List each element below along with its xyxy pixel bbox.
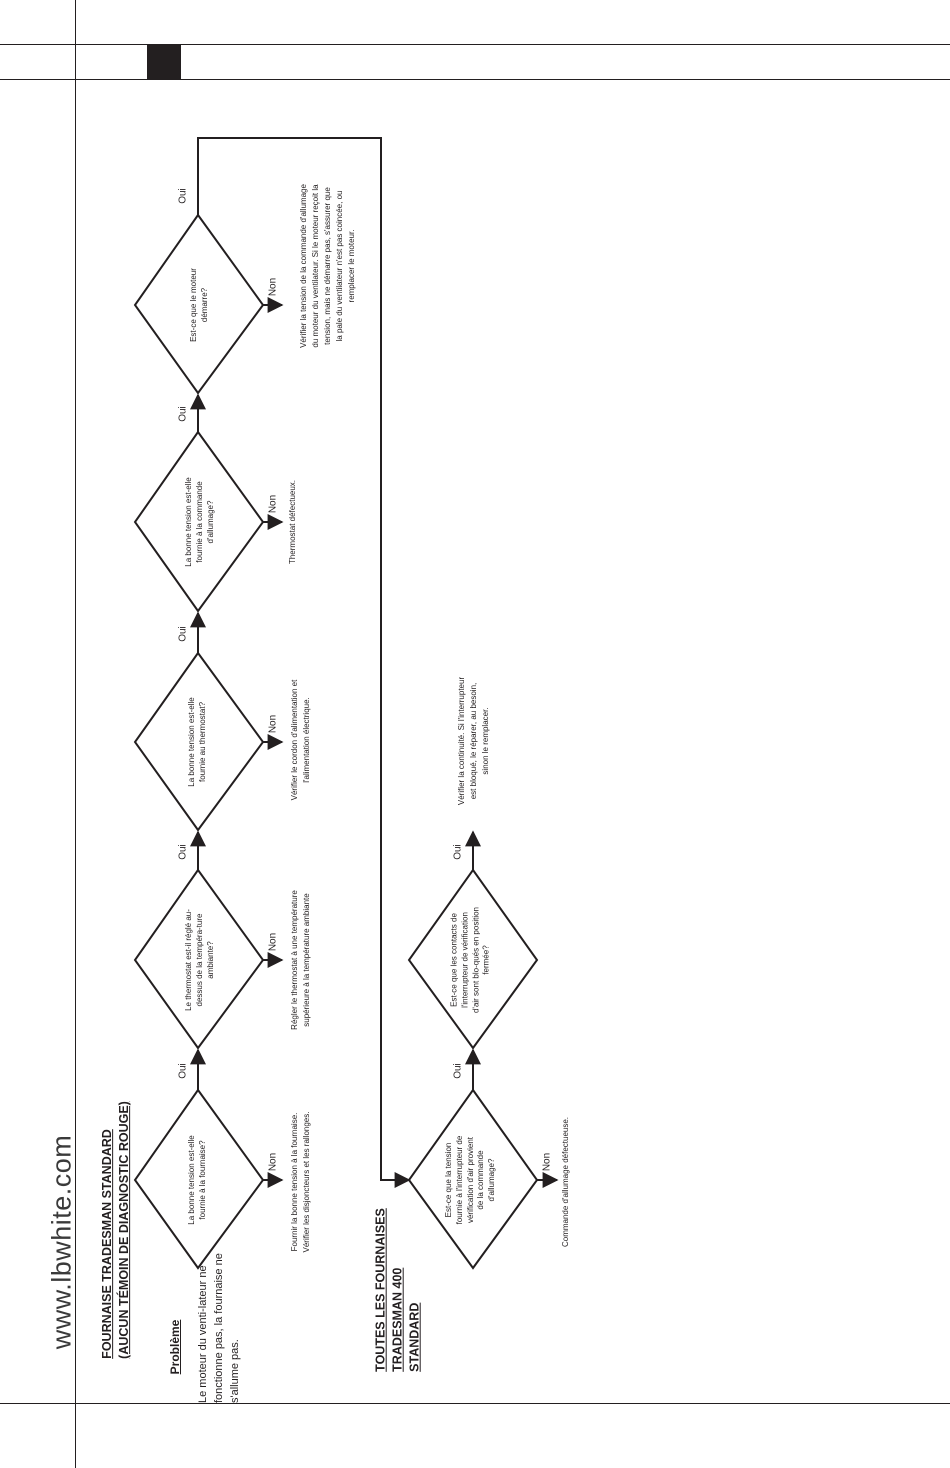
yes-label-5: Oui xyxy=(177,188,189,204)
decision-diamond-5 xyxy=(133,213,265,395)
no-label-5: Non xyxy=(267,277,279,297)
chart2-title: TOUTES LES FOURNAISES TRADESMAN 400 STAN… xyxy=(373,1208,424,1372)
action-2: Régler le thermostat à une température s… xyxy=(290,890,311,1030)
question-6: Est-ce que la tension fournie à l'interr… xyxy=(444,1135,497,1225)
section-tab-marker xyxy=(147,45,181,79)
no-label-1: Non xyxy=(267,1152,279,1172)
chart2-title-line1: TOUTES LES FOURNAISES xyxy=(373,1208,388,1372)
chart2-title-line2: TRADESMAN 400 xyxy=(390,1267,405,1372)
no-label-6: Non xyxy=(541,1152,553,1172)
connector-line xyxy=(197,137,411,1188)
footer-rule xyxy=(0,1403,950,1404)
decision-diamond-3 xyxy=(133,651,265,832)
margin-rule xyxy=(75,0,76,1468)
action-7: Vérifier la continuité. Si l'interrupteu… xyxy=(457,676,490,806)
question-7: Est-ce que les contacts de l'interrupteu… xyxy=(449,906,491,1014)
question-4: La bonne tension est-elle fournie à la c… xyxy=(183,477,215,567)
question-5: Est-ce que le moteur démarre? xyxy=(189,268,209,342)
chart1-title-line1: FOURNAISE TRADESMAN STANDARD xyxy=(100,1129,115,1359)
decision-diamond-4 xyxy=(133,430,265,613)
decision-diamond-6 xyxy=(407,1088,539,1270)
action-3: Vérifier le cordon d'alimentation et l'a… xyxy=(290,679,311,801)
question-2: Le thermostat est-il réglé au-dessus de … xyxy=(183,909,215,1011)
action-1: Fournir la bonne tension à la fournaise.… xyxy=(290,1111,311,1253)
yes-label-1: Oui xyxy=(177,1063,189,1079)
problem-text: Le moteur du venti-lateur ne fonctionne … xyxy=(197,1253,241,1403)
problem-label: Problème xyxy=(168,1319,182,1375)
decision-diamond-2 xyxy=(133,868,265,1050)
chart2-title-line3: STANDARD xyxy=(407,1302,422,1372)
header-rule xyxy=(0,79,950,80)
top-rule xyxy=(0,44,950,45)
yes-label-7: Oui xyxy=(452,844,464,860)
no-label-4: Non xyxy=(267,494,279,514)
action-6: Commande d'allumage défectueuse. xyxy=(561,1116,570,1248)
question-3: La bonne tension est-elle fournie au the… xyxy=(187,697,207,787)
chart1-title-line2: (AUCUN TÉMOIN DE DIAGNOSTIC ROUGE) xyxy=(117,1101,131,1359)
yes-label-4: Oui xyxy=(177,406,189,422)
yes-label-2: Oui xyxy=(177,844,189,860)
decision-diamond-7 xyxy=(407,868,539,1050)
question-1: La bonne tension est-elle fournie à la f… xyxy=(187,1135,207,1225)
action-5: Vérifier la tension de la commande d'all… xyxy=(299,184,356,348)
no-label-3: Non xyxy=(267,714,279,734)
yes-label-3: Oui xyxy=(177,626,189,642)
no-label-2: Non xyxy=(267,932,279,952)
chart1-title: FOURNAISE TRADESMAN STANDARD (AUCUN TÉMO… xyxy=(99,1101,133,1359)
action-4: Thermostat défectueux. xyxy=(288,479,297,565)
decision-diamond-1 xyxy=(133,1088,265,1270)
yes-label-6: Oui xyxy=(452,1063,464,1079)
